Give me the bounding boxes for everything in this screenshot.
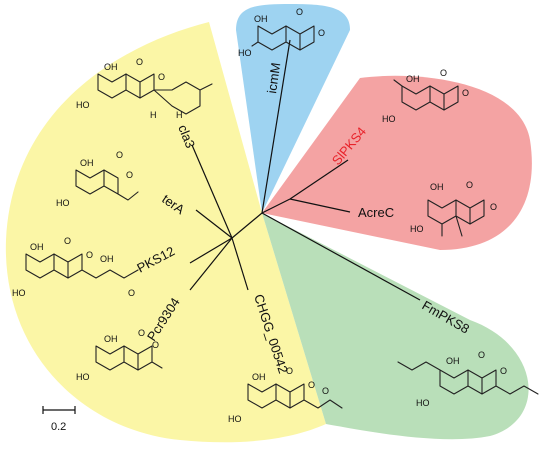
atom-o: O [158,72,165,82]
atom-o: O [440,68,447,78]
molecule-SlPKS4: OH O O HO [382,68,469,124]
atom-o: O [478,350,485,360]
leaf-label-AcreC: AcreC [358,205,394,220]
molecule-AcreC: OH O O HO [410,180,497,237]
atom-h: H [176,110,183,120]
atom-o: O [462,88,469,98]
atom-o: O [116,150,123,160]
molecule-terA: OH O O HO [56,150,139,208]
atom-o: O [500,366,507,376]
molecule-FmPKS8: OH O O HO [397,350,539,408]
atom-ho: HO [238,48,252,58]
atom-oh: OH [252,372,266,382]
branch-FmPKS8 [261,212,421,301]
scale-bar: 0.2 [42,406,76,433]
atom-ho: HO [410,224,424,234]
blue-clade-region [236,4,350,213]
atom-o: O [152,340,159,350]
atom-ho: HO [382,114,396,124]
internal-branch-1 [231,212,263,239]
branch-icmM [261,39,291,214]
atom-o: O [296,7,303,17]
atom-ho: HO [76,100,90,110]
molecule-Pcr9304: OH O O HO [76,328,163,382]
yellow-clade-region [5,22,326,443]
atom-o: O [136,57,143,67]
leaf-label-icmM: icmM [264,62,283,95]
atom-oh: OH [446,356,460,366]
atom-ho: HO [416,398,430,408]
scale-bar-label: 0.2 [51,421,66,433]
branch-CHGG-00542 [231,237,249,291]
atom-ho: HO [12,288,26,298]
branch-SlPKS4 [289,159,349,200]
atom-o: O [466,180,473,190]
branch-PKS12 [189,237,233,264]
branch-cla3 [191,144,233,239]
atom-oh: OH [406,74,420,84]
atom-oh: OH [430,182,444,192]
atom-o: O [64,236,71,246]
atom-ho: HO [56,198,70,208]
atom-oh: OH [104,62,118,72]
molecule-cla3: OH O O HO H H [76,57,213,120]
atom-oh: OH [80,158,94,168]
atom-o: O [138,328,145,338]
atom-oh: OH [100,254,114,264]
molecule-icmM: OH O O HO [238,7,325,58]
molecule-CHGG-00542: OH O O HO O [228,366,343,424]
green-clade-region [262,213,529,440]
red-clade-region [262,75,532,250]
atom-o: O [322,386,329,396]
atom-o: O [286,366,293,376]
internal-branch-2 [261,198,291,214]
atom-h: H [150,110,157,120]
atom-oh: OH [254,14,268,24]
atom-oh: OH [104,334,118,344]
branch-Pcr9304 [189,237,233,291]
atom-ho: HO [228,414,242,424]
molecule-PKS12: OH O O HO OH O [12,236,139,298]
atom-o: O [86,250,93,260]
atom-oh: OH [30,242,44,252]
tree-branches [189,39,421,301]
atom-o: O [126,170,133,180]
atom-o: O [490,202,497,212]
atom-o: O [308,380,315,390]
atom-o: O [128,288,135,298]
atom-o: O [318,28,325,38]
atom-ho: HO [76,372,90,382]
branch-AcreC [289,198,351,213]
branch-terA [195,209,233,239]
